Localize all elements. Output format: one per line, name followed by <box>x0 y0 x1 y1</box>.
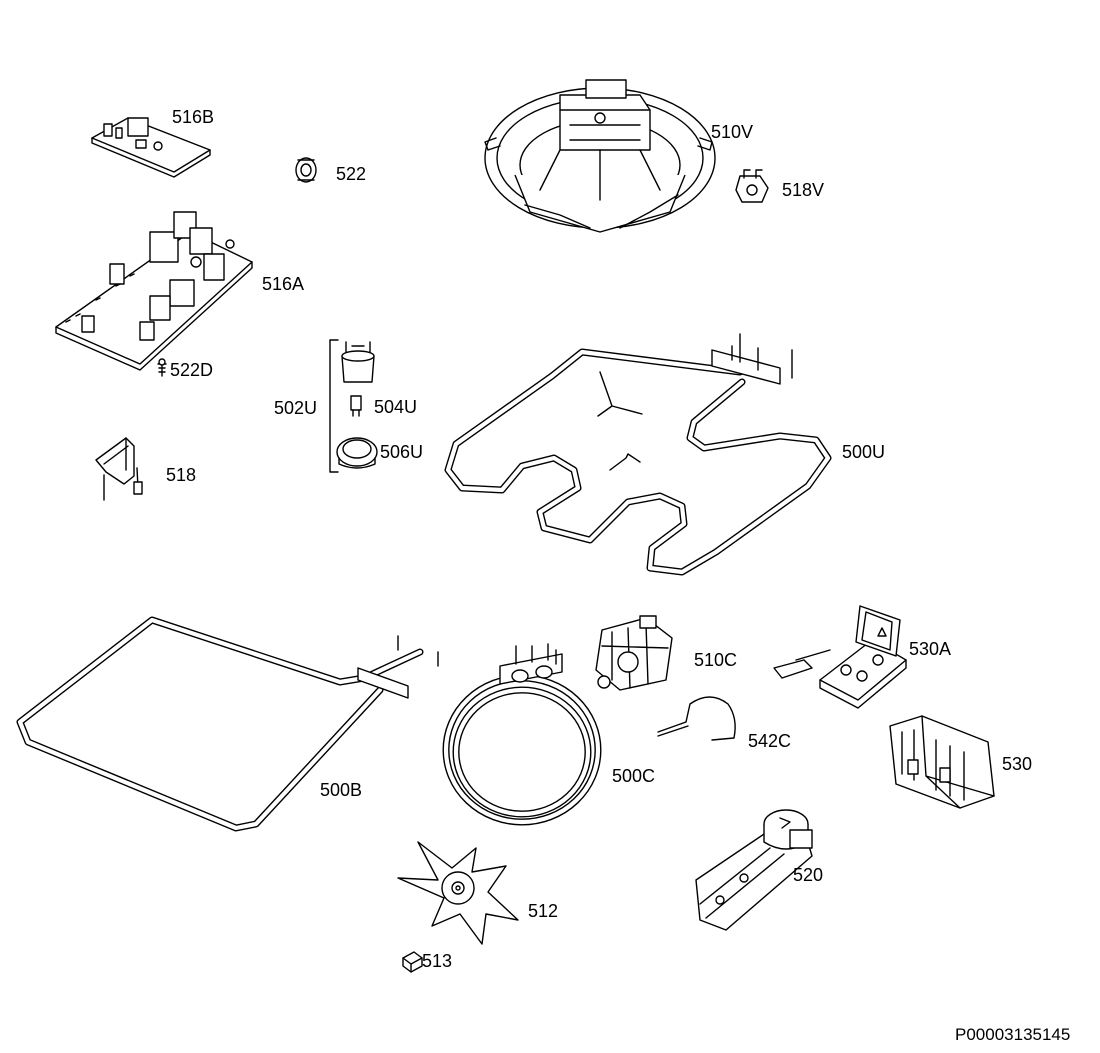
part-500B-bottom-heating-element[interactable] <box>16 616 439 832</box>
label-516A: 516A <box>262 274 305 294</box>
part-516B-control-board[interactable] <box>91 117 211 178</box>
label-500B: 500B <box>320 780 363 800</box>
part-506U-lamp-glass[interactable] <box>336 437 378 469</box>
label-506U: 506U <box>380 442 424 462</box>
label-510V: 510V <box>711 122 754 142</box>
label-513: 513 <box>422 951 453 971</box>
label-516B: 516B <box>172 107 215 127</box>
label-520: 520 <box>793 865 824 885</box>
label-502U: 502U <box>274 398 318 418</box>
label-542C: 542C <box>748 731 792 751</box>
label-504U: 504U <box>374 397 418 417</box>
label-522D: 522D <box>170 360 214 380</box>
part-500U-top-heating-element[interactable] <box>444 333 832 576</box>
label-500C: 500C <box>612 766 656 786</box>
label-512: 512 <box>528 901 559 921</box>
label-510C: 510C <box>694 650 738 670</box>
part-530-selector-switch[interactable] <box>889 715 995 809</box>
label-518V: 518V <box>782 180 825 200</box>
label-500U: 500U <box>842 442 886 462</box>
label-518: 518 <box>166 465 197 485</box>
part-542C-clip[interactable] <box>657 696 736 741</box>
part-518-door-switch[interactable] <box>95 437 143 501</box>
drawing-id: P00003135145 <box>955 1025 1071 1044</box>
part-522-grommet[interactable] <box>295 157 317 183</box>
part-510C-convection-motor[interactable] <box>595 615 673 691</box>
part-520-timer-module[interactable] <box>695 809 813 931</box>
label-522: 522 <box>336 164 367 184</box>
part-513-nut[interactable] <box>402 951 423 973</box>
part-500C-circular-heating-element[interactable] <box>442 643 602 826</box>
part-502U-lamp-bracket[interactable] <box>329 339 339 473</box>
label-530A: 530A <box>909 639 952 659</box>
label-530: 530 <box>1002 754 1033 774</box>
part-530A-terminal-block[interactable] <box>773 605 907 709</box>
part-510V-fan-motor[interactable] <box>484 79 716 233</box>
part-522D-screw[interactable] <box>157 358 167 377</box>
part-518V-switch[interactable] <box>735 169 769 203</box>
part-516A-power-board[interactable] <box>55 211 253 371</box>
part-504U-lamp-holder[interactable] <box>341 341 375 417</box>
part-512-fan-blade[interactable] <box>397 841 519 945</box>
